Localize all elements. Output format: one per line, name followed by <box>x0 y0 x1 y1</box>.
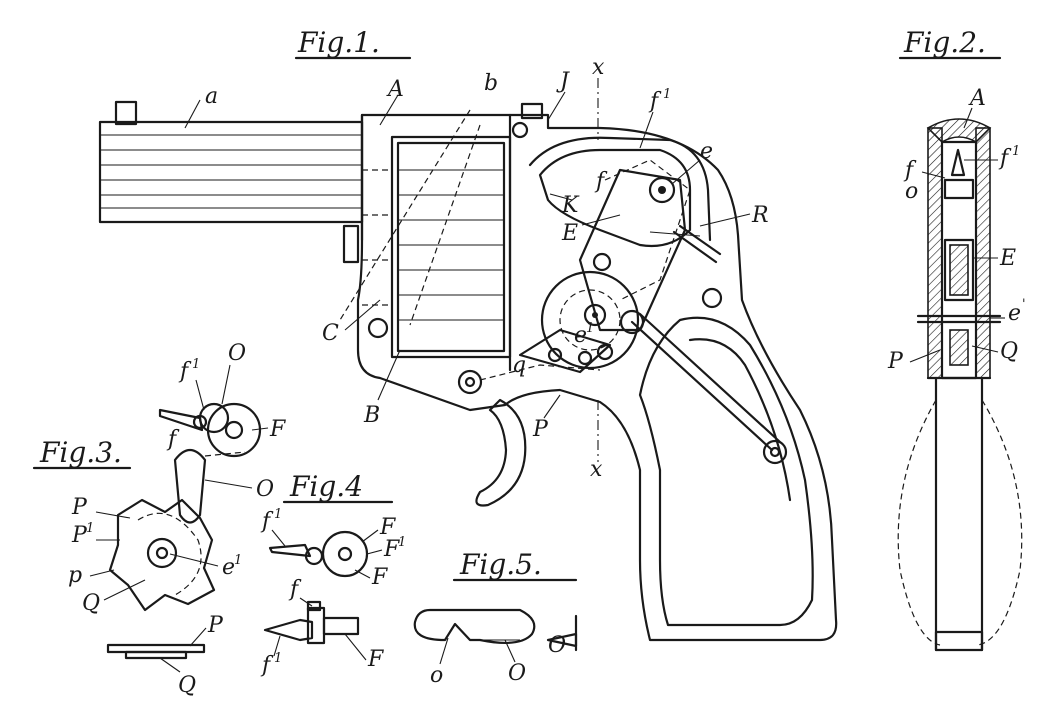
fig2-label-A: A <box>968 86 986 111</box>
fig4-label-F1: F <box>383 537 400 562</box>
label-f: f <box>594 169 608 194</box>
fig4-label-f1-top-sup: 1 <box>274 507 282 522</box>
fig4-label-F-r: F <box>379 515 396 540</box>
fig3-label-P1-sup: 1 <box>86 521 94 536</box>
fig3-label-Q-bottom: Q <box>178 673 196 698</box>
fig3-label-f1-sup: 1 <box>192 357 200 372</box>
fig3-label-P-bottom: P <box>207 613 224 638</box>
fig4-label-F: F <box>371 565 388 590</box>
label-E: E <box>561 221 578 246</box>
fig3-label-P1: P <box>71 523 88 548</box>
fig3-label-O-top: O <box>228 341 246 366</box>
label-K: K <box>561 193 580 218</box>
label-A: A <box>386 77 404 102</box>
fig1-pistol: Fig.1. a A b J x f 1 e f K E R C B q e 1… <box>98 26 838 642</box>
label-q: q <box>512 353 526 378</box>
fig2-label-f1: f <box>998 146 1012 171</box>
fig4-label-f1-bottom-sup: 1 <box>274 651 282 666</box>
label-e1-sup: 1 <box>586 321 594 336</box>
fig3-label-e1-sup: 1 <box>234 553 242 568</box>
fig3-label-Q: Q <box>82 591 100 616</box>
fig3-label-P: P <box>71 495 88 520</box>
barrel <box>98 100 364 264</box>
fig2-label-o: o <box>905 179 918 204</box>
fig2-label-Q: Q <box>1000 339 1018 364</box>
fig3-label-e1: e <box>222 555 235 580</box>
label-J: J <box>556 69 570 94</box>
fig2-title: Fig.2. <box>903 26 986 59</box>
label-e: e <box>700 139 713 164</box>
label-P: P <box>532 417 549 442</box>
fig4-label-F1-sup: 1 <box>398 535 406 550</box>
fig5-parts: Fig.5. o O O <box>413 548 578 688</box>
label-C: C <box>322 321 339 346</box>
fig3-label-O-mid: O <box>256 477 274 502</box>
grip <box>638 287 814 627</box>
label-a: a <box>205 84 218 109</box>
fig1-title: Fig.1. <box>297 26 380 59</box>
frame <box>356 102 838 642</box>
fig2-label-f1-sup: 1 <box>1012 144 1020 159</box>
fig4-parts: Fig.4 f 1 F F 1 F f f 1 F <box>260 470 406 678</box>
fig2-label-P: P <box>887 349 904 374</box>
fig5-title: Fig.5. <box>459 548 542 581</box>
fig4-label-F-bottom: F <box>367 647 384 672</box>
label-x-top: x <box>592 55 605 80</box>
label-f1-sup: 1 <box>663 87 671 102</box>
fig5-label-o: o <box>430 663 443 688</box>
label-R: R <box>751 203 769 228</box>
fig5-label-O-side: O <box>548 633 566 658</box>
fig3-title: Fig.3. <box>39 436 122 469</box>
fig3-label-f1: f <box>178 359 192 384</box>
fig2-label-e1: e <box>1008 301 1021 326</box>
fig3-label-F: F <box>269 417 286 442</box>
label-B: B <box>363 403 380 428</box>
fig4-title: Fig.4 <box>289 470 363 503</box>
label-x-bottom: x <box>590 457 603 482</box>
fig5-label-O: O <box>508 661 526 686</box>
fig2-section: Fig.2. A f o f 1 E e ' P Q <box>887 26 1026 652</box>
fig3-parts: Fig.3. f 1 O f F O P P 1 p e 1 Q P Q <box>32 341 286 698</box>
trigger <box>457 369 527 507</box>
mechanism <box>184 78 788 465</box>
fig3-label-f: f <box>166 427 180 452</box>
fig3-label-p: p <box>68 563 82 588</box>
fig2-label-E: E <box>999 246 1016 271</box>
label-e1: e <box>574 323 587 348</box>
label-f1: f <box>648 89 662 114</box>
label-b: b <box>484 71 498 96</box>
fig4-label-f1-bottom: f <box>260 653 274 678</box>
fig2-label-e1-sup: ' <box>1022 297 1026 312</box>
